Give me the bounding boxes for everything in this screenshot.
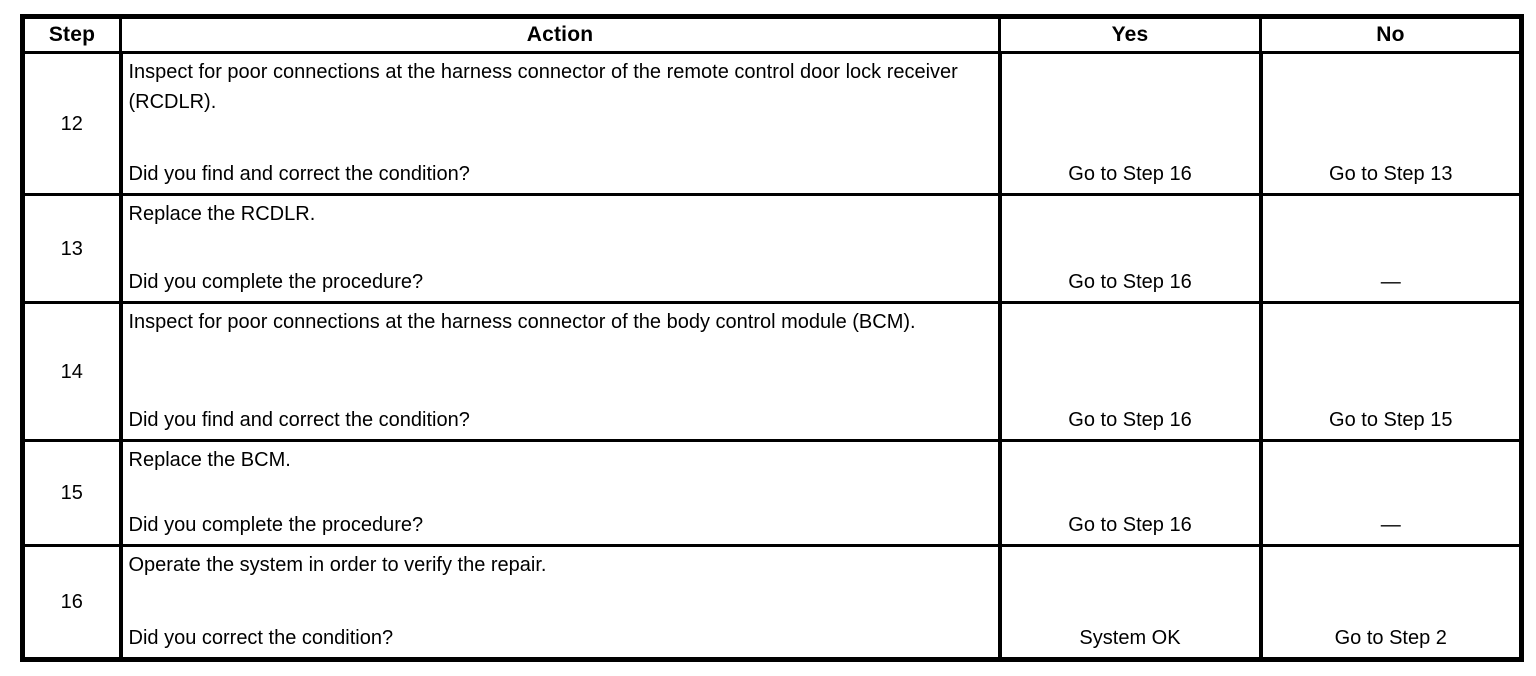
table-header: Step Action Yes No [22,15,1522,54]
no-branch-text: — [1380,514,1401,536]
action-statement: Replace the BCM. [128,449,291,471]
no-branch-cell: Go to Step 15 [1259,301,1522,442]
yes-branch-text: Go to Step 16 [1068,409,1192,431]
step-number-cell: 16 [22,544,123,660]
action-question: Did you find and correct the condition? [128,163,470,185]
no-branch-cell: — [1259,193,1522,304]
column-header-step: Step [22,15,122,54]
yes-branch-cell: Go to Step 16 [998,51,1263,196]
table-row: 16 Operate the system in order to verify… [22,544,1522,660]
diagnostic-procedure-table: Step Action Yes No 12 Inspect for poor c… [20,14,1524,662]
column-header-no: No [1259,15,1522,54]
column-header-action: Action [119,15,1001,54]
table-header-row: Step Action Yes No [22,15,1522,54]
yes-branch-text: System OK [1079,627,1181,649]
yes-branch-cell: Go to Step 16 [998,301,1263,442]
table-body: 12 Inspect for poor connections at the h… [22,51,1522,660]
action-question: Did you complete the procedure? [128,271,424,293]
action-statement: Replace the RCDLR. [128,203,316,225]
no-branch-text: Go to Step 2 [1334,627,1447,649]
column-header-yes: Yes [998,15,1262,54]
step-number-cell: 14 [22,301,123,442]
yes-branch-text: Go to Step 16 [1068,271,1192,293]
action-statement: Operate the system in order to verify th… [128,554,547,576]
table-row: 14 Inspect for poor connections at the h… [22,301,1522,442]
yes-branch-cell: Go to Step 16 [998,439,1263,547]
yes-branch-cell: System OK [998,544,1263,660]
action-cell: Inspect for poor connections at the harn… [120,301,1002,442]
table-row: 12 Inspect for poor connections at the h… [22,51,1522,196]
no-branch-text: — [1380,271,1401,293]
yes-branch-cell: Go to Step 16 [998,193,1263,304]
action-cell: Replace the BCM. Did you complete the pr… [120,439,1002,547]
action-cell: Operate the system in order to verify th… [120,544,1002,660]
action-cell: Inspect for poor connections at the harn… [120,51,1002,196]
action-question: Did you correct the condition? [128,627,394,649]
action-question: Did you complete the procedure? [128,514,424,536]
action-cell: Replace the RCDLR. Did you complete the … [120,193,1002,304]
action-statement: Inspect for poor connections at the harn… [128,311,916,333]
step-number-cell: 13 [22,193,123,304]
no-branch-cell: — [1259,439,1522,547]
no-branch-cell: Go to Step 2 [1259,544,1522,660]
table-row: 13 Replace the RCDLR. Did you complete t… [22,193,1522,304]
yes-branch-text: Go to Step 16 [1068,163,1192,185]
action-question: Did you find and correct the condition? [128,409,470,431]
no-branch-text: Go to Step 13 [1329,163,1453,185]
action-statement: Inspect for poor connections at the harn… [128,61,958,113]
step-number-cell: 12 [22,51,123,196]
yes-branch-text: Go to Step 16 [1068,514,1192,536]
no-branch-text: Go to Step 15 [1329,409,1453,431]
table-row: 15 Replace the BCM. Did you complete the… [22,439,1522,547]
step-number-cell: 15 [22,439,123,547]
no-branch-cell: Go to Step 13 [1259,51,1522,196]
